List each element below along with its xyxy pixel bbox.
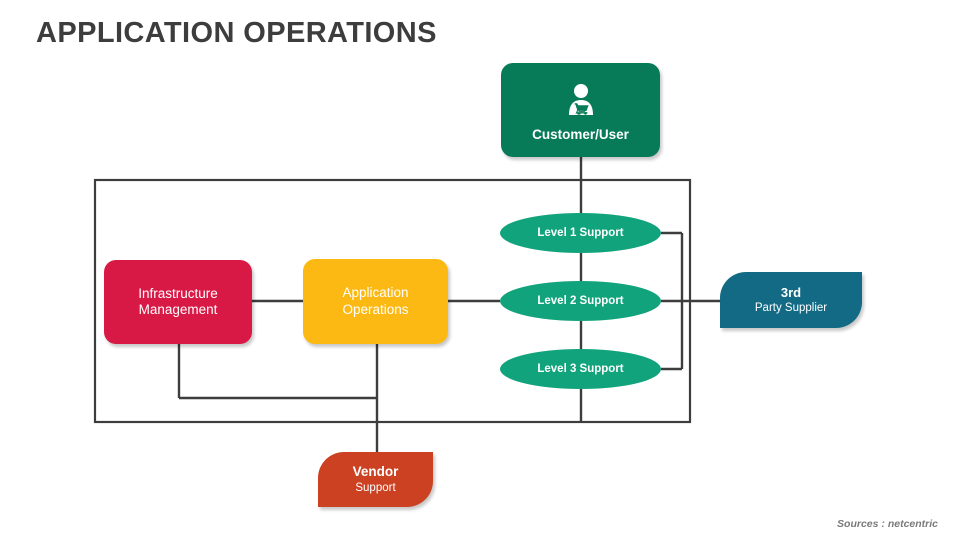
- node-vendor-support-line2: Support: [355, 481, 396, 494]
- node-infrastructure-management[interactable]: Infrastructure Management: [104, 260, 252, 344]
- customer-shopper-icon: [563, 83, 599, 121]
- node-level-2-support[interactable]: Level 2 Support: [500, 281, 661, 321]
- node-application-operations-line2: Operations: [342, 301, 409, 317]
- node-infrastructure-management-line2: Management: [138, 302, 218, 317]
- node-level-3-support[interactable]: Level 3 Support: [500, 349, 661, 389]
- node-application-operations-line1: Application: [342, 285, 409, 301]
- node-customer-user-label: Customer/User: [532, 126, 629, 142]
- node-level-2-support-label: Level 2 Support: [537, 294, 624, 307]
- node-third-party-supplier[interactable]: 3rd Party Supplier: [720, 272, 862, 328]
- node-vendor-support-line1: Vendor: [352, 464, 399, 480]
- node-level-1-support-label: Level 1 Support: [537, 226, 624, 239]
- source-attribution: Sources : netcentric: [837, 518, 938, 530]
- node-infrastructure-management-line1: Infrastructure: [138, 285, 218, 301]
- node-vendor-support[interactable]: Vendor Support: [318, 452, 433, 507]
- node-customer-user[interactable]: Customer/User: [501, 63, 660, 157]
- node-level-1-support[interactable]: Level 1 Support: [500, 213, 661, 253]
- node-third-party-supplier-line1: 3rd: [780, 285, 802, 301]
- node-application-operations[interactable]: Application Operations: [303, 259, 448, 344]
- page-title: APPLICATION OPERATIONS: [36, 17, 437, 49]
- node-third-party-supplier-line2: Party Supplier: [754, 301, 828, 314]
- node-level-3-support-label: Level 3 Support: [537, 362, 624, 375]
